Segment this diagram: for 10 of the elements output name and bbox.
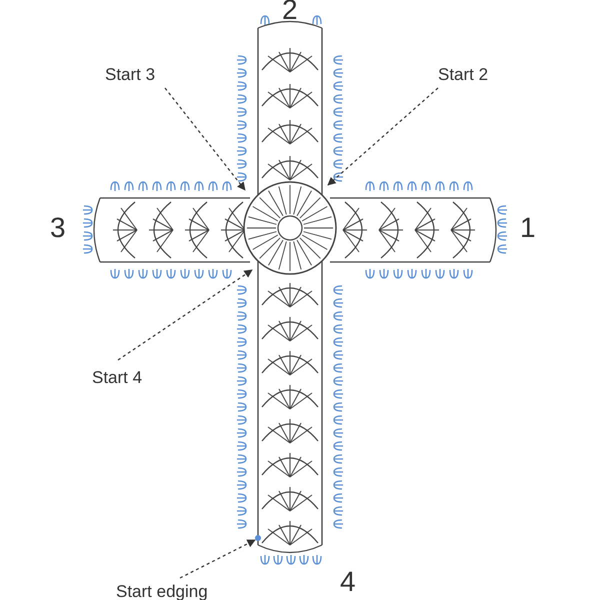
start-label: Start 3 — [105, 65, 156, 85]
leader-line — [164, 88, 246, 191]
arm-number: 3 — [50, 212, 66, 244]
leader-line — [327, 88, 438, 186]
arm-number: 4 — [340, 566, 356, 598]
start-label: Start 2 — [438, 65, 488, 85]
leader-line — [118, 270, 253, 360]
start-label: Start 4 — [92, 368, 142, 388]
leader-line — [180, 539, 256, 579]
arm-number: 1 — [520, 212, 536, 244]
